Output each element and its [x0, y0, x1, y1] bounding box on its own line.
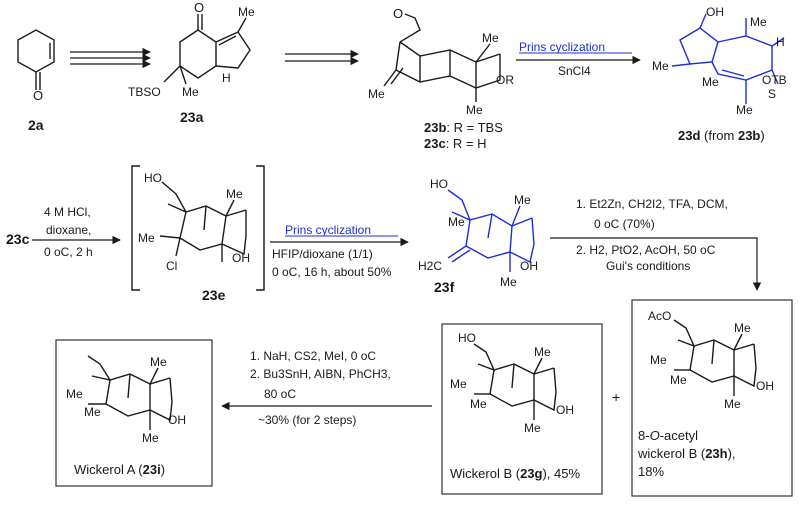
oxygen-label: O	[393, 6, 403, 21]
box-wickerol-b	[441, 323, 603, 495]
c23h-me3: Me	[670, 373, 687, 387]
c23g-me1: Me	[534, 345, 551, 359]
c23d-otb: OTB	[762, 73, 787, 87]
c23a-me: Me	[238, 5, 255, 19]
c23f-me3: Me	[500, 275, 517, 289]
c23d-me4: Me	[736, 103, 753, 117]
compound-23i	[87, 355, 173, 430]
compound-23c-label: 23c: R = H	[424, 136, 487, 151]
compound-23b-23c	[383, 13, 501, 102]
c23i-me1: Me	[150, 355, 167, 369]
c23g-me3: Me	[470, 397, 487, 411]
c23e-me2: Me	[138, 231, 155, 245]
c23a-h: H	[222, 71, 231, 85]
box-wickerol-a	[55, 339, 213, 487]
cyclo-cond-4: Gui's conditions	[606, 259, 690, 273]
compound-23f-label: 23f	[434, 279, 455, 295]
c23i-oh: OH	[168, 413, 186, 427]
compound-23a	[163, 14, 251, 85]
compound-23d-label: 23d (from 23b)	[678, 128, 765, 143]
compound-2a	[17, 29, 55, 90]
c23f-me1: Me	[514, 193, 531, 207]
compound-23f	[447, 189, 535, 272]
c23i-me4: Me	[142, 431, 159, 445]
compound-23h	[673, 319, 757, 396]
compound-23i-label: Wickerol A (23i)	[74, 462, 165, 477]
acid-cond-2: dioxane,	[46, 223, 91, 237]
c23g-oh: OH	[556, 403, 574, 417]
compound-23g-label: Wickerol B (23g), 45%	[450, 466, 580, 481]
compound-23a-label: 23a	[180, 109, 204, 125]
multistep-arrow-2	[285, 49, 359, 66]
c23bc-or: OR	[496, 73, 514, 87]
plus-sign: +	[612, 389, 620, 405]
c23h-aco: AcO	[648, 309, 671, 323]
reagent-sncl4: SnCl4	[558, 64, 591, 78]
c23a-tbso: TBSO	[128, 85, 161, 99]
prins-label-1: Prins cyclization	[519, 40, 605, 54]
c23g-me2: Me	[450, 377, 467, 391]
prins2-cond-1: HFIP/dioxane (1/1)	[272, 247, 373, 261]
c23f-ho: HO	[430, 177, 448, 191]
acid-cond-1: 4 M HCl,	[44, 205, 91, 219]
acid-cond-3: 0 oC, 2 h	[44, 245, 93, 259]
cyclo-cond-1: 1. Et2Zn, CH2I2, TFA, DCM,	[576, 197, 728, 211]
c23f-h2c: H2C	[418, 259, 442, 273]
deoxy-cond-4: ~30% (for 2 steps)	[258, 413, 356, 427]
c23h-me2: Me	[650, 353, 667, 367]
c23i-me3: Me	[84, 405, 101, 419]
c23bc-me1: Me	[482, 31, 499, 45]
c23f-me2: Me	[448, 215, 465, 229]
compound-23e-label: 23e	[202, 287, 226, 303]
multistep-arrow-1	[70, 47, 151, 69]
deoxy-cond-2: 2. Bu3SnH, AIBN, PhCH3,	[250, 367, 391, 381]
c23e-cl: Cl	[166, 259, 177, 273]
c23bc-me3: Me	[466, 103, 483, 117]
c23h-me1: Me	[734, 321, 751, 335]
c23d-me1: Me	[750, 15, 767, 29]
c23d-oh: OH	[706, 5, 724, 19]
compound-23h-label-1: 8-O-acetyl	[638, 428, 698, 443]
compound-23b-label: 23b: R = TBS	[424, 120, 503, 135]
compound-23d	[671, 13, 785, 104]
box-acetyl-wickerol-b	[631, 299, 793, 497]
c23f-oh: OH	[520, 259, 538, 273]
compound-23h-label-2: wickerol B (23h),	[637, 446, 736, 461]
c23e-ho: HO	[144, 171, 162, 185]
c23d-me3: Me	[702, 75, 719, 89]
c23d-h: H	[776, 35, 785, 49]
deoxy-cond-3: 80 oC	[264, 387, 296, 401]
cyclo-cond-3: 2. H2, PtO2, AcOH, 50 oC	[576, 243, 716, 257]
c23e-me1: Me	[226, 187, 243, 201]
intermediate-brackets	[131, 165, 265, 291]
prins2-cond-2: 0 oC, 16 h, about 50%	[272, 265, 392, 279]
compound-23g	[473, 343, 557, 420]
c23bc-me2: Me	[368, 87, 385, 101]
prins-label-2: Prins cyclization	[285, 223, 371, 237]
c23d-s: S	[768, 87, 776, 101]
reaction-arrow-cyclo	[550, 237, 762, 291]
c23i-me2: Me	[66, 387, 83, 401]
c23a-me2: Me	[182, 85, 199, 99]
c23e-oh: OH	[232, 251, 250, 265]
compound-23e	[159, 181, 247, 262]
c23h-me4: Me	[724, 397, 741, 411]
compound-2a-label: 2a	[28, 117, 44, 133]
compound-23h-label-3: 18%	[638, 464, 664, 479]
c23g-me4: Me	[524, 421, 541, 435]
oxygen-label: O	[194, 0, 204, 15]
c23g-ho: HO	[458, 331, 476, 345]
start-23c: 23c	[6, 231, 30, 247]
deoxy-cond-1: 1. NaH, CS2, MeI, 0 oC	[250, 349, 376, 363]
c23d-me2: Me	[652, 59, 669, 73]
c23h-oh: OH	[756, 379, 774, 393]
oxygen-label: O	[33, 88, 43, 103]
cyclo-cond-2: 0 oC (70%)	[594, 217, 655, 231]
